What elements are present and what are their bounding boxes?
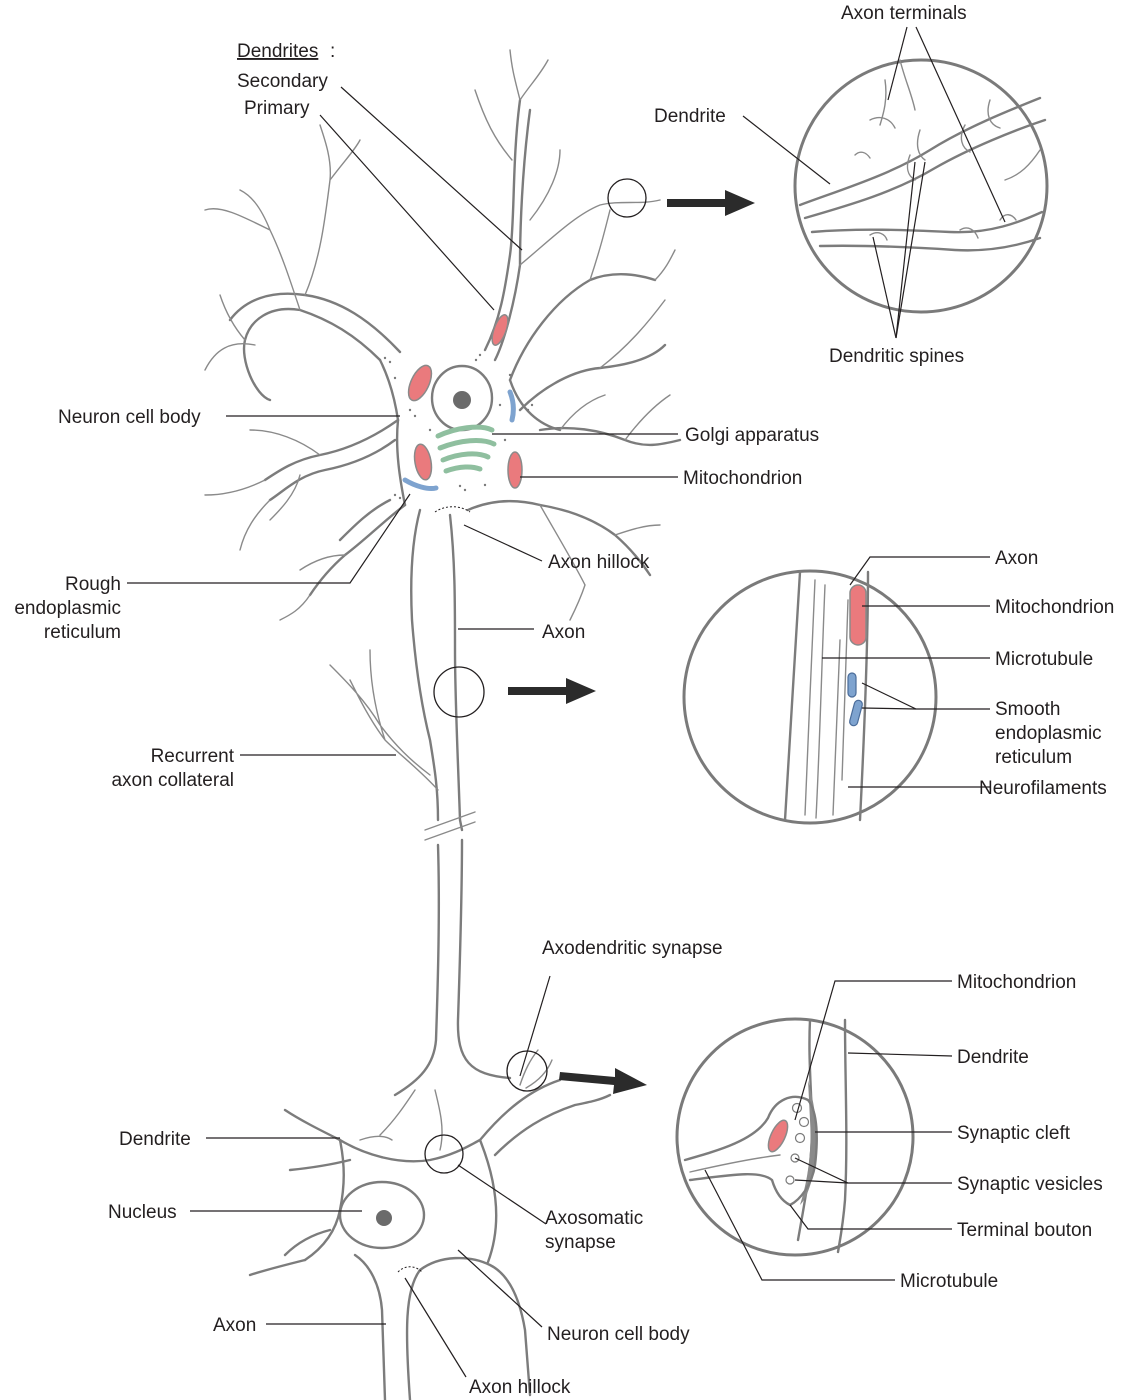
upper-er (402, 389, 516, 491)
dendrite-right (508, 273, 667, 412)
label-axosomatic-2: synapse (545, 1232, 616, 1253)
upper-ribosomes (383, 353, 534, 500)
label-neuron-cell-body: Neuron cell body (58, 407, 201, 428)
dendrite-magnifier-circle (607, 178, 647, 218)
label-dendrites-colon: : (330, 41, 335, 62)
label-inset-synapse-microtubule: Microtubule (900, 1271, 998, 1292)
inset-axon-ser-2 (849, 699, 863, 727)
arrow-to-axon-inset (508, 678, 596, 704)
label-dendrites-heading: Dendrites (237, 41, 318, 62)
label-axosomatic-1: Axosomatic (545, 1208, 643, 1229)
axon-hillock-dots (434, 506, 471, 513)
upper-axon-shaft (410, 508, 464, 832)
label-axon: Axon (542, 622, 585, 643)
inset-synapse (675, 1017, 915, 1257)
upper-mitochondria (407, 314, 523, 489)
synaptic-vesicles-group (785, 1102, 810, 1185)
label-inset-synapse-mitochondrion: Mitochondrion (957, 972, 1076, 993)
label-mitochondrion: Mitochondrion (683, 468, 802, 489)
dendrite-left (263, 418, 400, 502)
label-synaptic-vesicles: Synaptic vesicles (957, 1174, 1103, 1195)
inset-dendrite-circle (793, 58, 1049, 314)
lower-soma-outline (303, 1138, 532, 1400)
label-synaptic-cleft: Synaptic cleft (957, 1123, 1071, 1144)
arrows (508, 190, 755, 1094)
label-smooth-er-1: Smooth (995, 699, 1060, 720)
upper-neuron (204, 49, 682, 1097)
lower-axon-hillock-dots (397, 1266, 423, 1273)
label-lower-axon-hillock: Axon hillock (469, 1377, 571, 1398)
label-axodendritic-synapse: Axodendritic synapse (542, 938, 723, 959)
label-axon-hillock: Axon hillock (548, 552, 650, 573)
label-terminal-bouton: Terminal bouton (957, 1220, 1092, 1241)
label-recurrent-1: Recurrent (151, 746, 235, 767)
axodendritic-magnifier-circle (506, 1050, 548, 1092)
label-inset-axon-mitochondrion: Mitochondrion (995, 597, 1114, 618)
label-rough-er-3: reticulum (44, 622, 121, 643)
arrow-to-synapse-inset (559, 1068, 647, 1094)
axon-break (424, 811, 476, 841)
upper-soma-outline (378, 358, 562, 512)
lower-nucleus (338, 1180, 426, 1250)
lower-neuron (248, 1049, 612, 1400)
axon-magnifier-circle (433, 666, 485, 718)
lower-axon-shaft (393, 838, 512, 1097)
label-neurofilaments: Neurofilaments (979, 778, 1107, 799)
label-axon-terminals: Axon terminals (841, 3, 967, 24)
lower-nucleolus (376, 1210, 392, 1226)
label-inset-synapse-dendrite: Dendrite (957, 1047, 1029, 1068)
label-secondary: Secondary (237, 71, 328, 92)
inset-axon-mitochondrion (849, 584, 867, 646)
label-rough-er-1: Rough (65, 574, 121, 595)
label-recurrent-2: axon collateral (111, 770, 234, 791)
inset-axon-ser-1 (847, 672, 857, 698)
inset-synapse-circle (675, 1017, 915, 1257)
lower-dendrite-left (248, 1108, 352, 1277)
arrow-to-dendrite-inset (667, 190, 755, 216)
inset-axon-circle (682, 569, 938, 825)
inset-dendrite (793, 58, 1049, 314)
label-lower-neuron-cell-body: Neuron cell body (547, 1324, 690, 1345)
label-inset-axon: Axon (995, 548, 1038, 569)
axosomatic-magnifier-circle (424, 1134, 464, 1174)
label-nucleus: Nucleus (108, 1202, 177, 1223)
label-smooth-er-3: reticulum (995, 747, 1072, 768)
lower-dendrite-right (478, 1078, 612, 1157)
labels: Dendrites : Secondary Primary Neuron cel… (14, 3, 1114, 1398)
label-dendritic-spines: Dendritic spines (829, 346, 964, 367)
label-lower-axon: Axon (213, 1315, 256, 1336)
golgi-apparatus (435, 424, 497, 474)
label-inset-dendrite: Dendrite (654, 106, 726, 127)
inset-synapse-mitochondrion (767, 1119, 789, 1153)
label-inset-axon-microtubule: Microtubule (995, 649, 1093, 670)
label-rough-er-2: endoplasmic (14, 598, 121, 619)
leader-lines (127, 26, 1006, 1378)
dendrite-upper-left (228, 292, 402, 402)
label-primary: Primary (244, 98, 310, 119)
label-smooth-er-2: endoplasmic (995, 723, 1102, 744)
dendrite-lower-left (308, 498, 407, 597)
label-golgi-apparatus: Golgi apparatus (685, 425, 819, 446)
label-lower-dendrite: Dendrite (119, 1129, 191, 1150)
upper-nucleolus (453, 391, 471, 409)
terminal-bouton-outline (683, 1095, 818, 1207)
inset-axon (682, 569, 938, 825)
recurrent-axon-collateral (329, 649, 439, 791)
